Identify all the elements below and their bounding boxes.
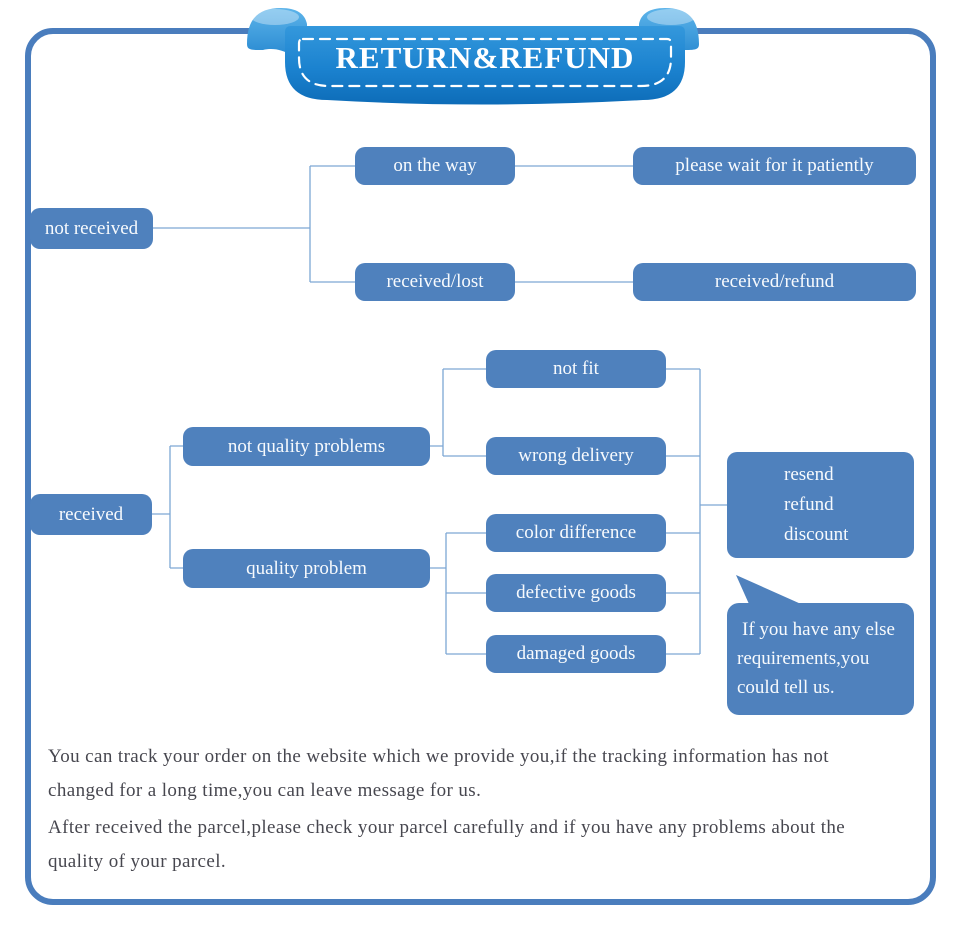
flow-node-please-wait: please wait for it patiently bbox=[633, 147, 916, 185]
flow-node-label: received bbox=[58, 503, 124, 525]
flow-node-label: on the way bbox=[393, 155, 477, 176]
ribbon-body bbox=[285, 26, 685, 105]
banner-title: RETURN&REFUND bbox=[335, 40, 635, 75]
flow-node-label: received/lost bbox=[386, 271, 484, 292]
flow-node-damaged-goods: damaged goods bbox=[486, 635, 666, 673]
flow-node-received-refund: received/refund bbox=[633, 263, 916, 301]
ribbon-graphic bbox=[247, 8, 699, 105]
footer-line-3: After received the parcel,please check y… bbox=[48, 817, 846, 838]
flow-node-resolution: resend refund discount bbox=[727, 452, 914, 558]
flow-node-label: quality problem bbox=[246, 557, 367, 579]
ribbon-dashed-border bbox=[297, 37, 673, 88]
footer-line-4: quality of your parcel. bbox=[48, 851, 227, 872]
resolution-line-resend: resend bbox=[784, 464, 834, 485]
flow-node-quality-problem: quality problem bbox=[183, 549, 430, 588]
footer-text: You can track your order on the website … bbox=[48, 740, 938, 879]
flow-node-label: defective goods bbox=[516, 582, 636, 603]
note-bubble: If you have any else requirements,you co… bbox=[727, 603, 914, 715]
flow-node-wrong-delivery: wrong delivery bbox=[486, 437, 666, 475]
flow-node-label: damaged goods bbox=[516, 643, 636, 664]
flow-node-received: received bbox=[30, 494, 152, 535]
flow-node-not-quality-problems: not quality problems bbox=[183, 427, 430, 466]
footer-line-2: changed for a long time,you can leave me… bbox=[48, 780, 482, 801]
ribbon-left-curl bbox=[247, 8, 307, 78]
flow-node-color-difference: color difference bbox=[486, 514, 666, 552]
ribbon-banner bbox=[243, 4, 703, 110]
note-line-3: could tell us. bbox=[737, 677, 835, 698]
flow-node-not-fit: not fit bbox=[486, 350, 666, 388]
flow-node-defective-goods: defective goods bbox=[486, 574, 666, 612]
flow-node-label: not received bbox=[44, 217, 139, 239]
flow-node-label: not quality problems bbox=[227, 435, 386, 457]
footer-line-1: You can track your order on the website … bbox=[48, 746, 829, 767]
flow-node-received-lost: received/lost bbox=[355, 263, 515, 301]
flow-node-label: received/refund bbox=[714, 271, 835, 292]
resolution-line-discount: discount bbox=[784, 524, 849, 545]
flow-node-label: not fit bbox=[553, 358, 599, 379]
flow-node-label: color difference bbox=[515, 522, 637, 543]
note-line-1: If you have any else bbox=[742, 619, 895, 640]
flow-node-label: wrong delivery bbox=[518, 445, 634, 466]
resolution-line-refund: refund bbox=[784, 494, 834, 515]
flow-node-not-received: not received bbox=[30, 208, 153, 249]
note-line-2: requirements,you bbox=[737, 648, 870, 669]
flow-node-label: please wait for it patiently bbox=[675, 155, 874, 176]
flow-node-on-the-way: on the way bbox=[355, 147, 515, 185]
